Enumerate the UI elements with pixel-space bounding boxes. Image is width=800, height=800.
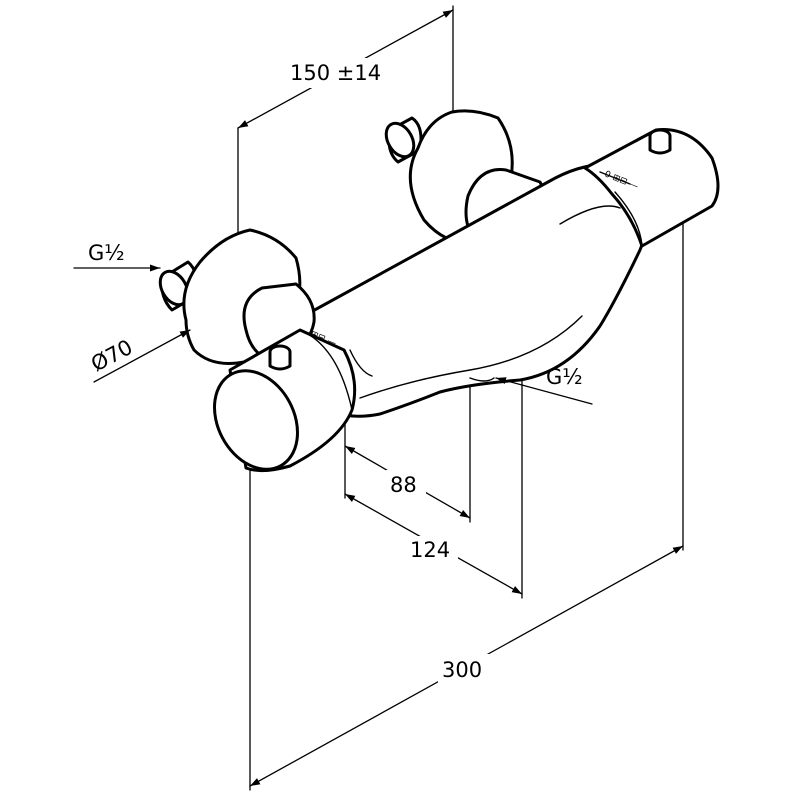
right-handle: 0 ⊞⊟ —	[583, 128, 720, 248]
leader-rosette	[93, 329, 191, 383]
label-centres: 150 ±14	[290, 61, 381, 85]
dimension-labels: 150 ±14 G½ Ø70 G½ 88 124 300	[87, 58, 583, 684]
leader-outlet	[495, 377, 593, 405]
label-overall-length: 300	[442, 658, 482, 682]
label-inlet-left: G½	[88, 241, 125, 265]
label-outlet: G½	[546, 365, 583, 389]
label-outlet-offset: 88	[390, 473, 417, 497]
label-body-depth: 124	[410, 538, 450, 562]
label-rosette-diameter: Ø70	[87, 335, 136, 377]
